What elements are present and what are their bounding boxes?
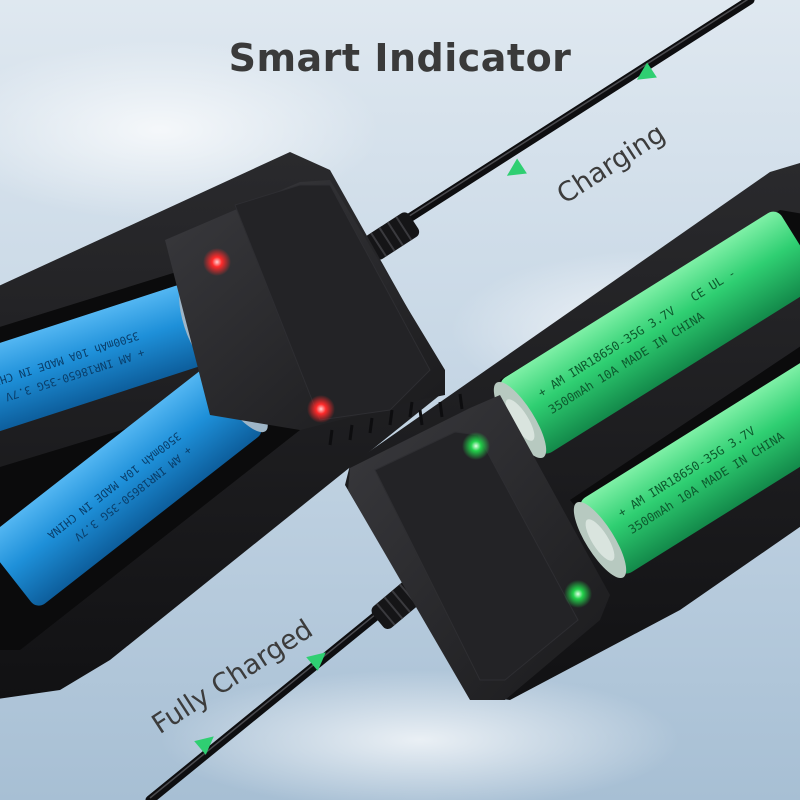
- cable-charging: [364, 0, 755, 260]
- headline: Smart Indicator: [228, 36, 572, 80]
- cap-ridges: [418, 393, 464, 426]
- cap-panel: [374, 431, 579, 681]
- led-green-indicator: [564, 580, 592, 608]
- led-red-indicator: [203, 248, 231, 276]
- arrow-icon: [636, 62, 657, 80]
- arrow-icon: [506, 158, 527, 176]
- strain-relief: [364, 212, 420, 260]
- battery-blue: + AM INR18650-35G 3.7V 3500mAh 10A MADE …: [0, 282, 217, 438]
- charger-left: + AM INR18650-35G 3.7V 3500mAh 10A MADE …: [0, 152, 445, 699]
- arrow-icon: [306, 652, 326, 671]
- charger-right: + AM INR18650-35G 3.7V 3500mAh 10A MADE …: [345, 163, 800, 700]
- cloud: [160, 670, 680, 800]
- cap-ridges: [328, 401, 414, 446]
- led-green-indicator: [462, 432, 490, 460]
- arrow-icon: [194, 736, 214, 755]
- led-red-indicator: [307, 395, 335, 423]
